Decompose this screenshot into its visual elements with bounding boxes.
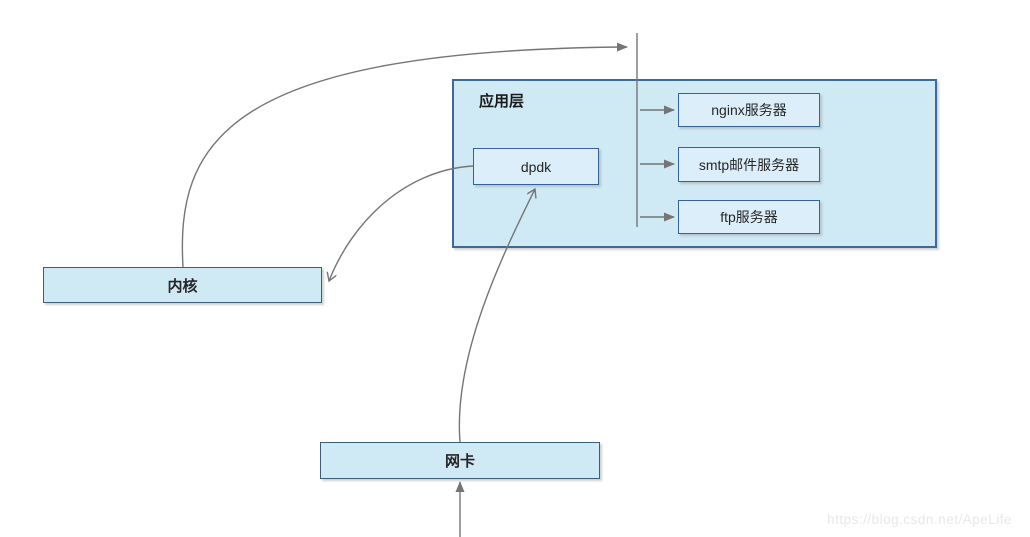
node-dpdk: dpdk xyxy=(473,148,599,185)
smtp-server-label: smtp邮件服务器 xyxy=(698,156,800,173)
app-layer-label: 应用层 xyxy=(479,93,525,110)
node-nic: 网卡 xyxy=(320,442,600,479)
node-nginx-server: nginx服务器 xyxy=(678,93,820,127)
node-ftp-server: ftp服务器 xyxy=(678,200,820,234)
node-kernel: 内核 xyxy=(43,267,322,303)
ftp-server-label: ftp服务器 xyxy=(720,209,778,225)
watermark: https://blog.csdn.net/ApeLife xyxy=(827,512,1012,527)
kernel-label: 内核 xyxy=(167,277,198,295)
node-smtp-server: smtp邮件服务器 xyxy=(678,147,820,182)
nic-label: 网卡 xyxy=(444,453,475,470)
nginx-server-label: nginx服务器 xyxy=(711,102,787,118)
dpdk-label: dpdk xyxy=(520,158,552,175)
